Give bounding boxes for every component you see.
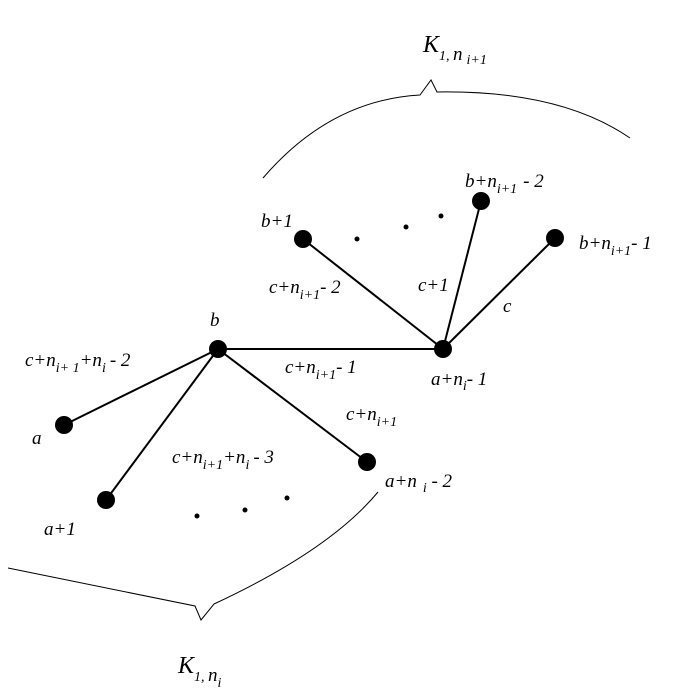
edge-anim1-to-bni1m2 [442,200,482,350]
vertex-label-a-ni-minus-1: a+ni- 1 [431,369,487,394]
edge-label-c-ni1-ni-minus-2: c+ni+ 1+ni- 2 [25,350,131,376]
vertex-label-b-plus-1: b+1 [261,211,293,232]
ellipsis-dot-top-3 [438,213,444,219]
vertex-a-ni-minus-1 [434,340,452,358]
vertex-label-b: b [210,310,220,331]
vertex-b [209,340,227,358]
edge-label-c: c [503,296,512,317]
bottom-star-label: K1, ni [177,653,222,689]
vertex-label-a: a [32,428,42,449]
vertex-b-ni1-minus-1 [546,229,564,247]
bottom-star-brace [7,491,379,621]
edge-label-c-plus-1: c+1 [418,275,449,296]
ellipsis-dot-bottom-3 [284,495,290,501]
edge-anim1-to-bni1m1 [442,237,556,350]
ellipsis-dot-top-1 [354,236,360,242]
vertex-a [55,416,73,434]
edge-label-c-ni1-minus-2: c+ni+1- 2 [269,277,341,303]
edge-b-to-aplus1 [105,348,219,501]
ellipsis-dot-bottom-1 [194,513,200,519]
vertex-b-ni1-minus-2 [472,192,490,210]
vertex-a-plus-1 [97,491,115,509]
top-star-brace [262,79,631,179]
vertex-a-ni-minus-2 [358,453,376,471]
edge-label-c-ni1: c+ni+1 [346,404,397,430]
edge-b-to-anim2 [217,348,368,463]
ellipsis-dot-bottom-2 [242,507,248,513]
edge-label-c-ni1-minus-1: c+ni+1- 1 [285,357,357,383]
vertex-b-plus-1 [294,230,312,248]
vertex-label-b-ni1-minus-2: b+ni+1- 2 [465,171,544,197]
vertex-label-a-plus-1: a+1 [44,519,76,540]
edge-b-to-a [63,348,219,426]
edge-label-c-ni1-ni-minus-3: c+ni+1+ni- 3 [172,447,274,473]
ellipsis-dot-top-2 [403,224,409,230]
vertex-label-b-ni1-minus-1: b+ni+1- 1 [579,233,652,259]
edge-anim1-to-bplus1 [302,238,444,350]
